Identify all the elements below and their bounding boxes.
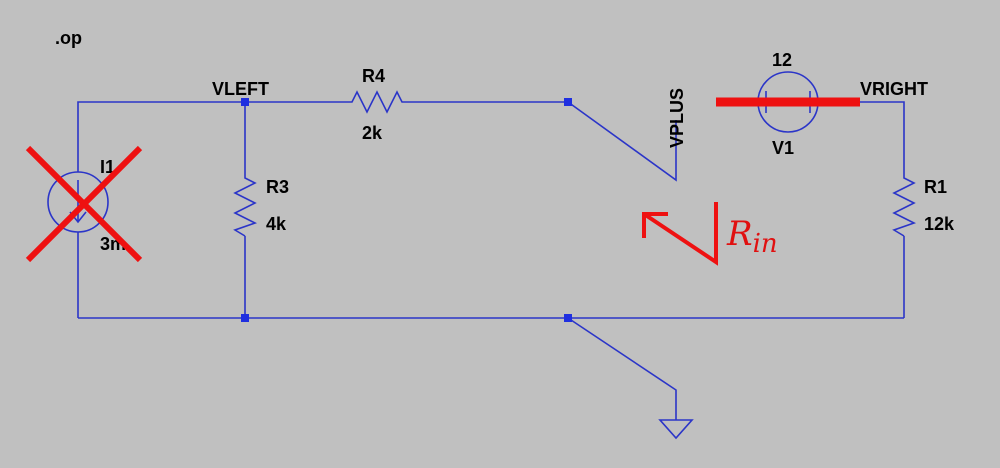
i1-name-label: I1 xyxy=(100,157,115,177)
r3-value-label: 4k xyxy=(266,214,287,234)
resistor-r4-icon[interactable] xyxy=(346,90,408,114)
current-source-icon xyxy=(47,171,109,233)
ground-icon[interactable] xyxy=(658,419,694,440)
r4-name-label: R4 xyxy=(362,66,385,86)
wire-vplus-slant[interactable] xyxy=(567,101,677,182)
net-label-vleft[interactable]: VLEFT xyxy=(212,79,269,99)
junction-bottom-left[interactable] xyxy=(241,314,249,322)
net-label-vplus[interactable]: VPLUS xyxy=(667,88,687,148)
resistor-r3-icon[interactable] xyxy=(233,170,258,237)
annotation-cross-out-i1 xyxy=(25,145,143,263)
junctions xyxy=(241,98,572,322)
rin-subscript-text: in xyxy=(753,229,778,259)
wire-ground-slant[interactable] xyxy=(567,317,677,420)
annotation-rin-label: Rin xyxy=(726,214,778,259)
v1-name-label: V1 xyxy=(772,138,794,158)
annotation-rin-arrow xyxy=(642,202,718,266)
r1-name-label: R1 xyxy=(924,177,947,197)
rin-base-text: R xyxy=(726,214,753,254)
v1-value-label: 12 xyxy=(772,50,792,70)
wire-top-left[interactable] xyxy=(77,101,346,172)
junction-bottom-middle[interactable] xyxy=(564,314,572,322)
r3-name-label: R3 xyxy=(266,177,289,197)
rin-arrow-shaft-icon xyxy=(642,202,718,266)
junction-vplus[interactable] xyxy=(564,98,572,106)
r1-value-label: 12k xyxy=(924,214,955,234)
spice-directive-op[interactable]: .op xyxy=(55,28,82,48)
resistor-r1-icon[interactable] xyxy=(892,170,917,237)
red-cross-line-2 xyxy=(25,145,143,263)
junction-vleft[interactable] xyxy=(241,98,249,106)
wires xyxy=(77,101,905,420)
r4-value-label: 2k xyxy=(362,123,383,143)
rin-arrowhead-icon xyxy=(642,212,668,238)
wire-top-right[interactable] xyxy=(858,101,905,170)
net-label-vright[interactable]: VRIGHT xyxy=(860,79,928,99)
